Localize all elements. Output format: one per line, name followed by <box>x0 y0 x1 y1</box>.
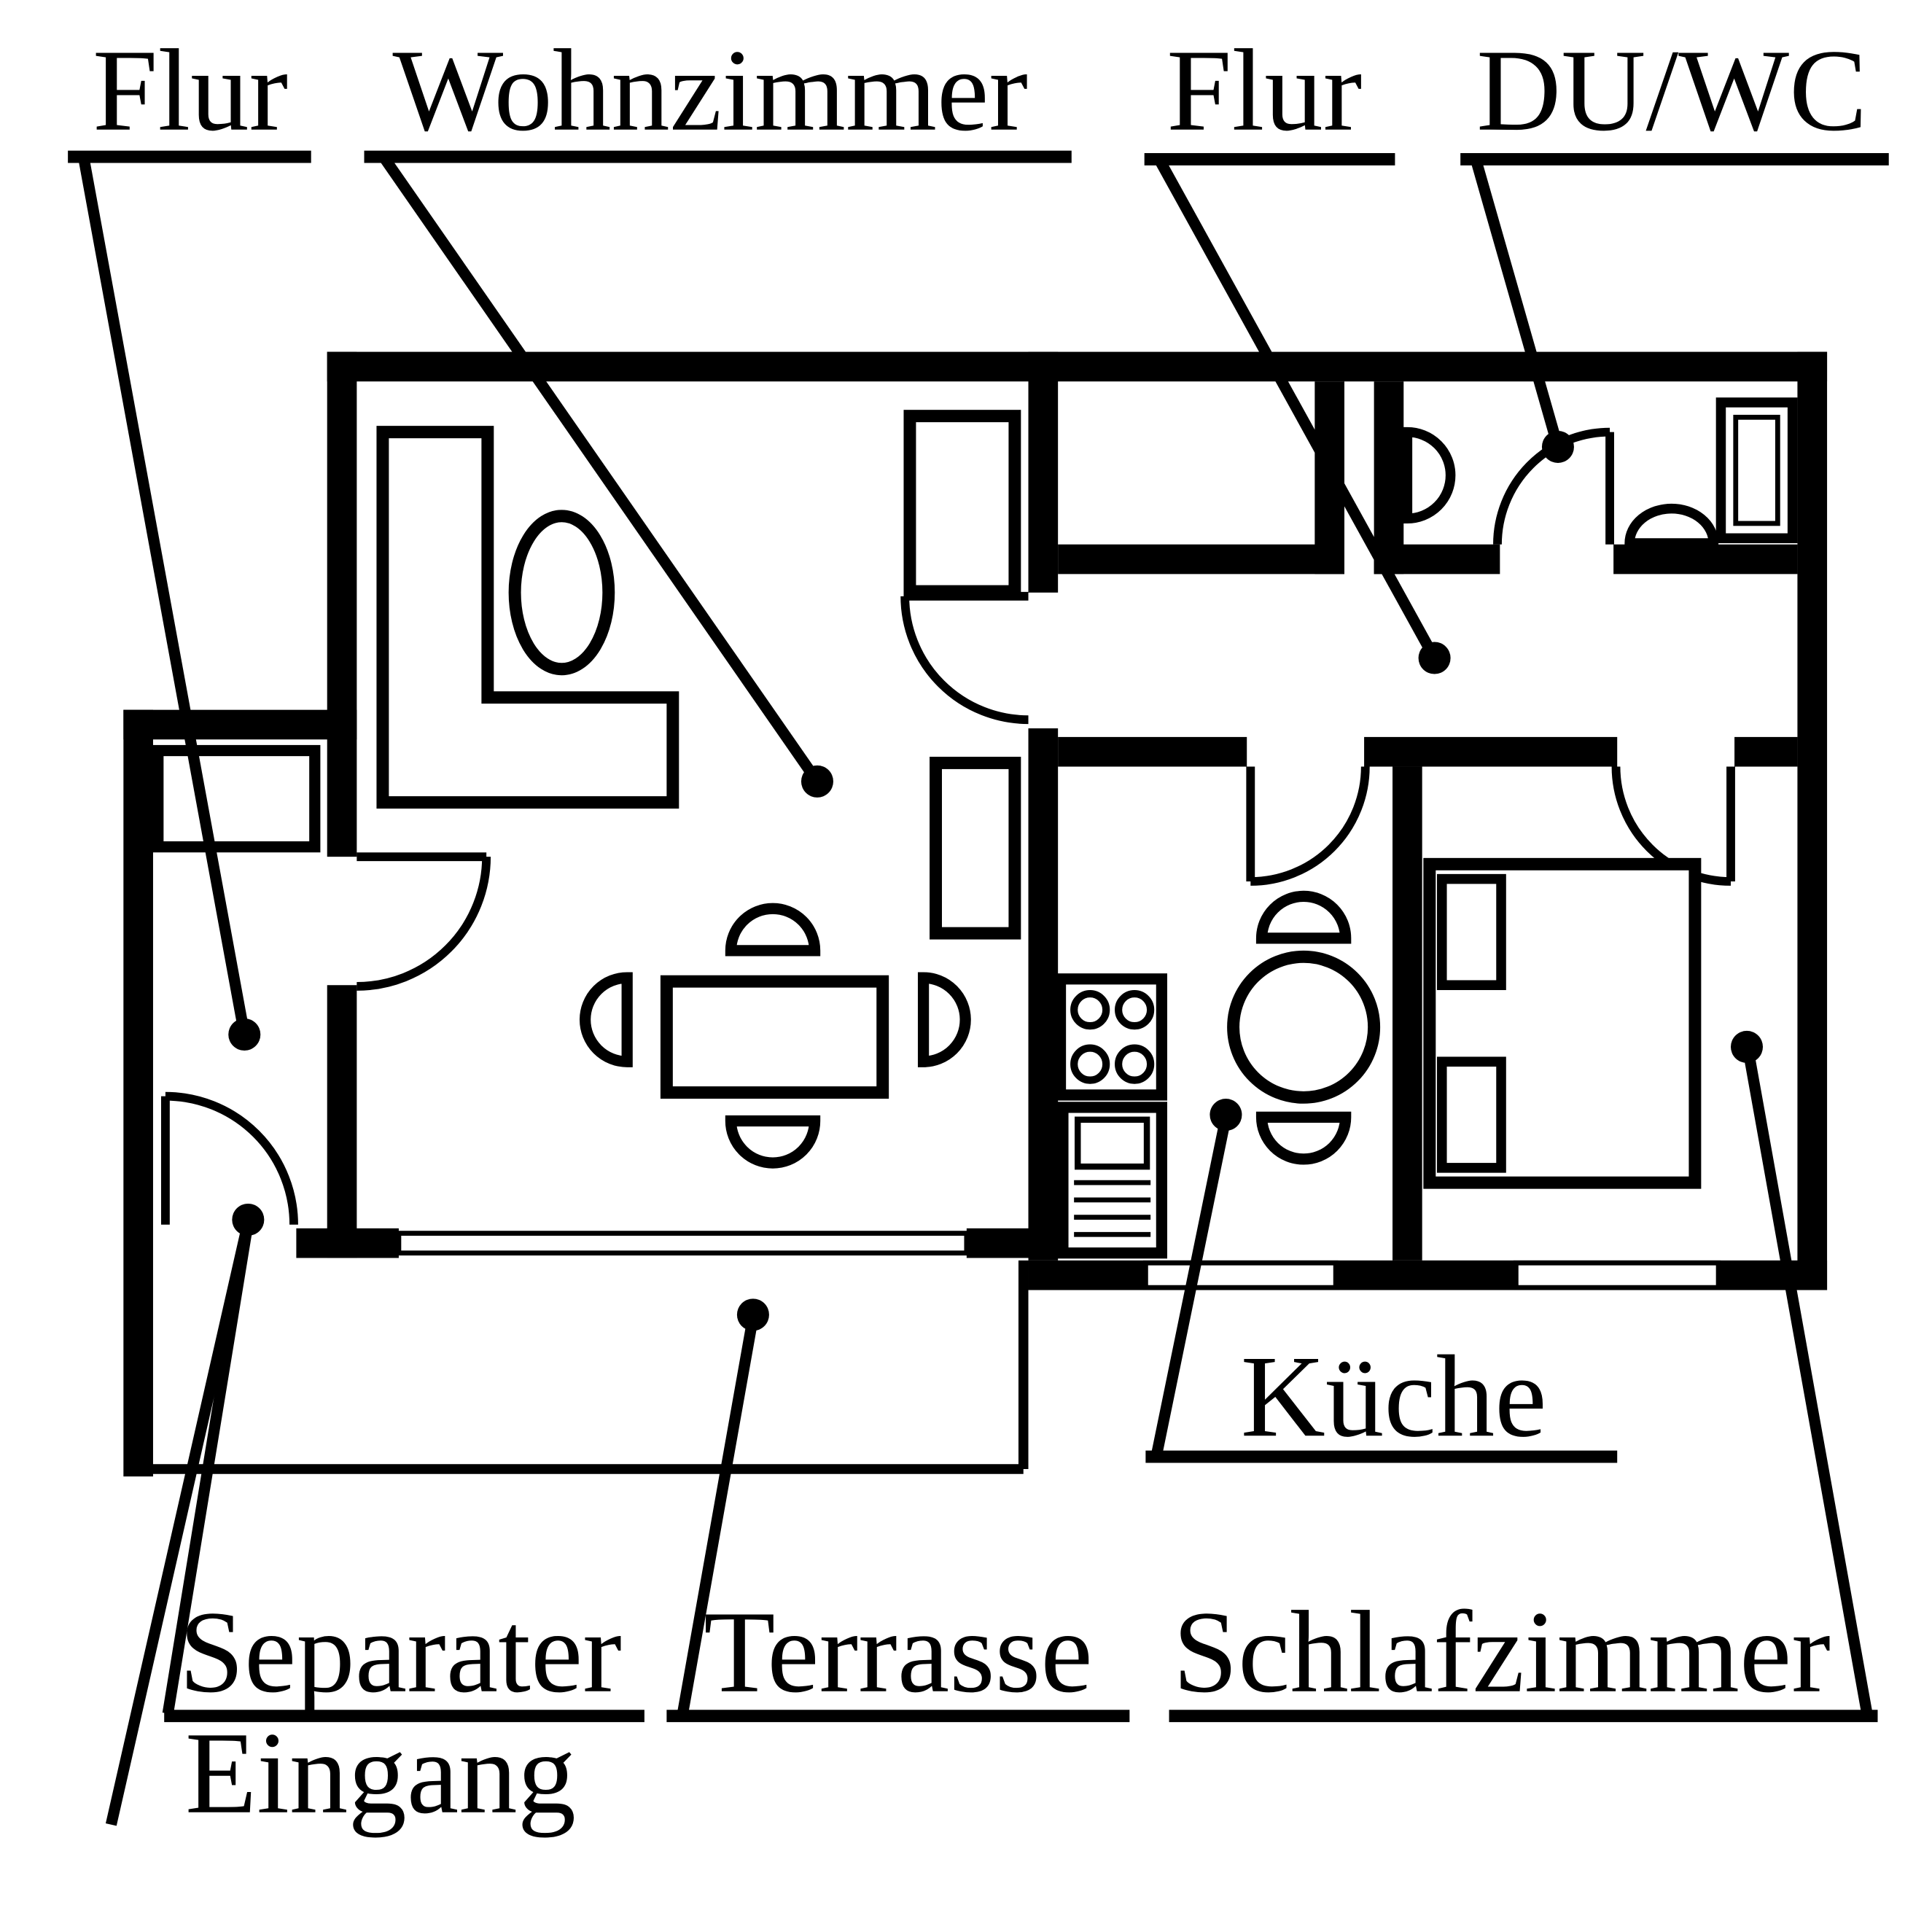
leader-flur-left <box>78 158 250 1036</box>
wall-closet-bottom <box>1058 544 1344 574</box>
dining-chair-bottom <box>725 1115 821 1169</box>
burner-4 <box>1115 1044 1155 1084</box>
wall-bathroom-bottom-2 <box>1613 544 1798 574</box>
living-room-furniture <box>376 410 1021 1169</box>
coffee-table-oval <box>508 510 615 676</box>
label-du-wc: DU/WC <box>1476 26 1867 155</box>
wall-living-divider-lower <box>1028 728 1059 1261</box>
windows <box>396 1231 1721 1290</box>
dot-flur-left <box>228 1018 261 1051</box>
closet-annex <box>152 744 321 853</box>
shelf-living <box>930 756 1021 940</box>
wall-corridor-kitchen-2 <box>1364 736 1618 767</box>
sofa-l-shape <box>376 426 679 809</box>
wall-corridor-kitchen-1 <box>1058 736 1247 767</box>
kitchen-chair-bottom <box>1255 1111 1352 1165</box>
leader-flur-right <box>1156 159 1440 661</box>
dot-kueche <box>1210 1099 1242 1131</box>
dining-chair-top <box>725 903 821 957</box>
pillow-2 <box>1436 1056 1506 1173</box>
door-bedroom <box>1611 766 1735 886</box>
wall-corridor-kitchen-3 <box>1734 736 1798 767</box>
leader-eingang <box>105 1220 254 1826</box>
doors <box>160 427 1735 1225</box>
sink <box>1402 426 1456 523</box>
kitchen-furniture <box>1054 890 1381 1259</box>
burner-3 <box>1070 1044 1110 1084</box>
dot-separater-eingang <box>232 1203 265 1236</box>
wardrobe-living <box>903 410 1021 598</box>
burner-1 <box>1070 990 1110 1030</box>
labels: Flur Wohnzimmer Flur DU/WC Küche Separat… <box>93 26 1867 1838</box>
label-flur-left: Flur <box>93 26 288 155</box>
dot-wohnzimmer <box>801 765 833 798</box>
door-entrance <box>160 1091 298 1225</box>
annex-furniture <box>152 744 321 853</box>
dot-du-wc <box>1541 430 1574 463</box>
wall-top <box>327 351 1828 382</box>
kitchen-cabinet-door <box>1075 1116 1150 1170</box>
dining-chair-right <box>917 972 971 1067</box>
window-bedroom <box>1513 1260 1721 1290</box>
burner-2 <box>1115 990 1155 1030</box>
leader-lines <box>78 156 1872 1826</box>
label-separater: Separater <box>179 1587 622 1717</box>
label-eingang: Eingang <box>185 1708 576 1838</box>
terrace-outline <box>128 1260 1029 1474</box>
dining-table <box>660 975 889 1099</box>
wall-annex-living-divider-upper <box>327 736 357 857</box>
window-terrace-front <box>396 1231 970 1256</box>
bathroom-fixtures <box>1402 397 1798 548</box>
label-schlafzimmer: Schlafzimmer <box>1173 1587 1831 1717</box>
kitchen-table <box>1227 950 1381 1104</box>
wall-bathroom-bottom-1 <box>1374 544 1500 574</box>
leader-terrasse <box>677 1316 759 1715</box>
label-flur-right: Flur <box>1166 26 1362 155</box>
wall-annex-top <box>123 709 357 740</box>
dining-chair-left <box>580 972 633 1067</box>
wall-bathroom-left <box>1374 381 1404 574</box>
leader-du-wc <box>1471 160 1564 449</box>
leader-schlafzimmer <box>1742 1048 1872 1713</box>
kitchen-chair-top <box>1255 890 1352 944</box>
wall-right <box>1797 351 1828 1290</box>
label-wohnzimmer: Wohnzimmer <box>392 26 1028 155</box>
door-living-corridor <box>900 591 1029 725</box>
wall-kitchen-bedroom-divider <box>1392 766 1422 1261</box>
label-underlines <box>68 150 1889 1723</box>
wall-annex-left <box>123 709 153 1477</box>
shower-tray <box>1733 414 1780 526</box>
walls <box>123 351 1828 1477</box>
shower <box>1715 397 1798 544</box>
leader-wohnzimmer <box>381 156 822 785</box>
door-kitchen <box>1246 766 1370 886</box>
dot-terrasse <box>736 1298 769 1331</box>
door-bathroom <box>1493 427 1614 545</box>
leader-kueche <box>1151 1115 1231 1456</box>
window-kitchen <box>1142 1260 1339 1290</box>
toilet <box>1624 503 1719 548</box>
label-terrasse: Terrasse <box>704 1587 1093 1717</box>
wall-annex-living-divider-lower <box>327 985 357 1258</box>
label-kueche: Küche <box>1241 1331 1547 1461</box>
dot-flur-right <box>1418 642 1451 674</box>
dot-schlafzimmer <box>1730 1030 1764 1063</box>
pillow-1 <box>1436 873 1506 991</box>
wall-left-upper <box>327 351 357 737</box>
door-annex-living <box>357 852 491 991</box>
wall-living-divider-upper <box>1028 351 1059 593</box>
bedroom-furniture <box>1423 857 1702 1189</box>
